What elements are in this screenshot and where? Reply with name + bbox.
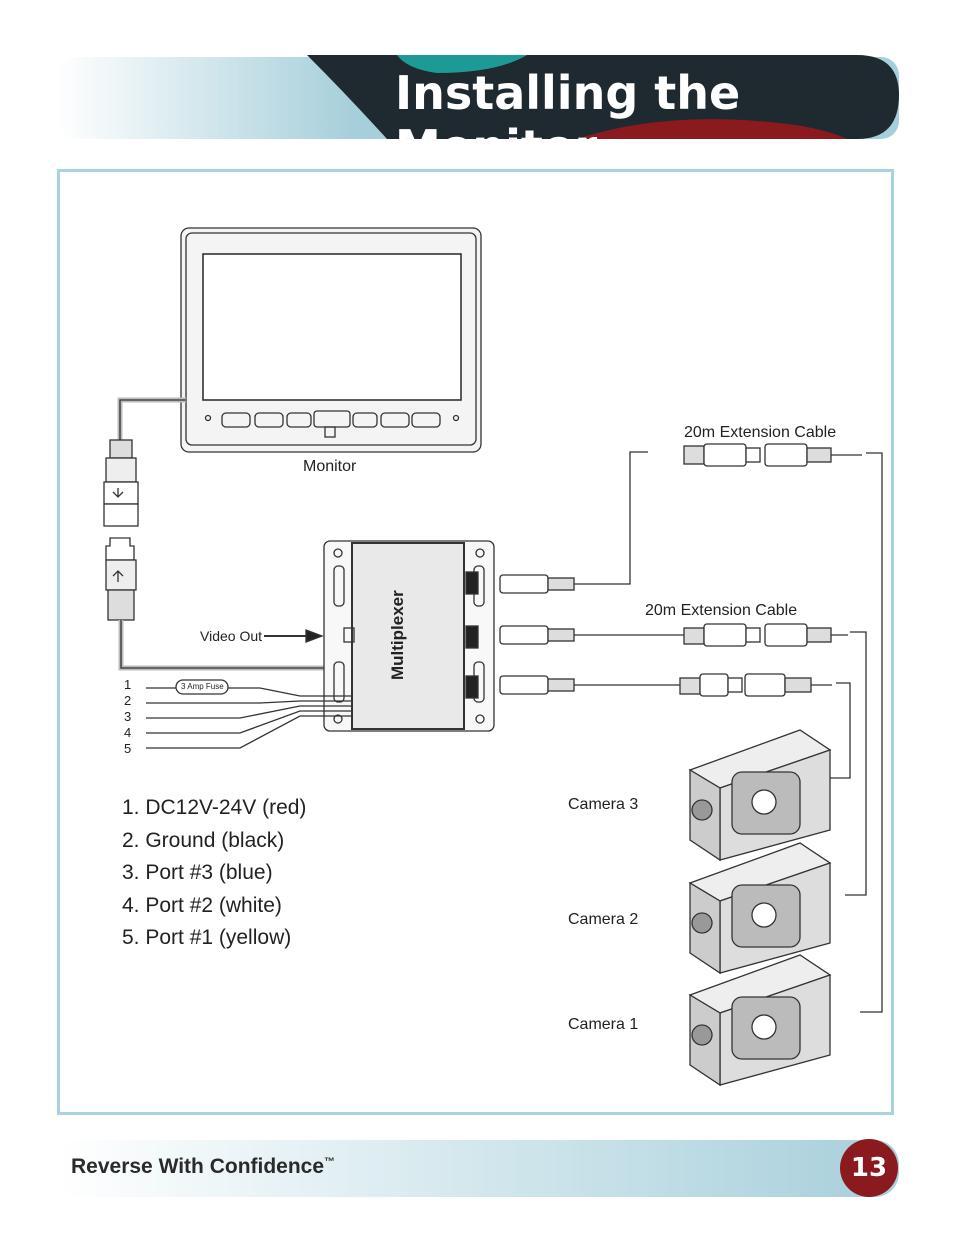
power-wires [146,679,352,749]
monitor-connector [103,439,139,527]
wire-legend: 1. DC12V-24V (red) 2. Ground (black) 3. … [122,792,306,955]
header-band [57,55,899,139]
wire-number: 2 [124,693,132,708]
legend-item: 2. Ground (black) [122,828,285,852]
page-number-badge: 13 [840,1139,898,1197]
extension-cable-top-label: 20m Extension Cable [684,424,837,441]
wire-number: 3 [124,709,132,724]
monitor-label: Monitor [303,458,357,475]
footer-brand-text: Reverse With Confidence [71,1155,325,1178]
camera-1-illustration [688,954,832,1087]
trademark-symbol: ™ [324,1156,336,1168]
monitor-illustration [180,227,482,453]
camera-2-illustration [688,842,832,975]
extension-cable-mid-label: 20m Extension Cable [645,602,798,619]
multiplexer-label: Multiplexer [388,590,407,680]
legend-item: 3. Port #3 (blue) [122,861,273,884]
wire-number: 5 [124,741,132,756]
legend-item: 1. DC12V-24V (red) [122,796,307,819]
fuse-label: 3 Amp Fuse [181,682,224,691]
multiplexer-illustration [323,540,495,732]
camera-cables [499,443,883,1013]
legend-item: 4. Port #2 (white) [122,893,282,917]
camera-3-label: Camera 3 [568,796,639,813]
footer-brand: Reverse With Confidence™ [71,1155,335,1179]
wire-number: 1 [124,677,132,692]
page-title: Installing the Monitor [395,66,741,174]
camera-1-label: Camera 1 [568,1016,639,1033]
wire-number: 4 [124,725,132,740]
video-out-label: Video Out [200,628,263,644]
legend-item: 5. Port #1 (yellow) [122,926,292,949]
diagram-frame [57,169,894,1115]
footer-band [57,1140,899,1197]
camera-3-illustration [688,729,832,862]
multiplexer-connector [105,537,330,671]
camera-2-label: Camera 2 [568,911,639,928]
